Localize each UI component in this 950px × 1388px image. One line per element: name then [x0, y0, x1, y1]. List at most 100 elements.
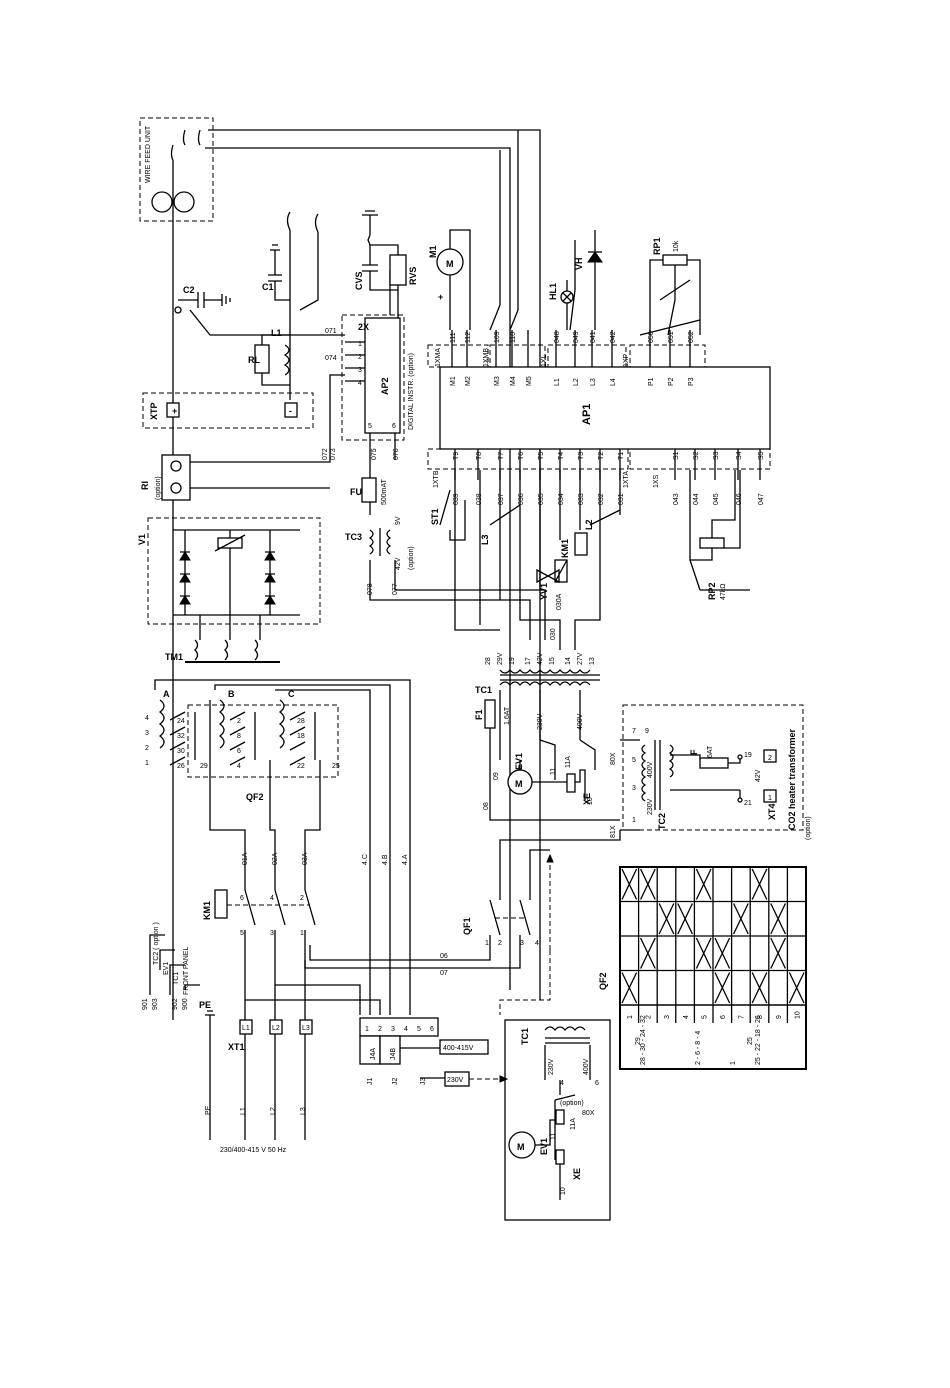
j4-3: 3	[391, 1026, 395, 1033]
qf2-col-3: 3	[664, 1015, 671, 1019]
legend-ev1: EV1	[163, 962, 170, 975]
tm1-sw-c3: 22	[297, 763, 305, 770]
wire-072: 072	[322, 448, 329, 460]
inset-10: 10	[560, 1187, 567, 1195]
qf2-mark	[733, 903, 749, 935]
svg-text:3: 3	[270, 930, 274, 937]
mains-l1: L1	[240, 1107, 247, 1115]
wire-10: 10	[587, 797, 594, 805]
qf2-switch-label: QF2	[246, 792, 264, 802]
tc1-sec-19: 19	[509, 657, 516, 665]
qf2-mark	[788, 972, 805, 1004]
wire-feed-unit-label: WIRE FEED UNIT	[145, 125, 152, 183]
ap2-pin-5: 5	[368, 423, 372, 430]
fu-tc3: FU 500mAT TC3 9V 42V (option) 078 077	[345, 460, 546, 640]
m1-label: M1	[428, 245, 438, 258]
xt1-l1	[239, 1019, 253, 1035]
co2-title: CO2 heater transformer	[787, 728, 797, 830]
tm1-tap-1: 1	[145, 760, 149, 767]
ap2-pin-2: 2	[358, 354, 362, 361]
tm1-sw-a3: 30	[177, 748, 185, 755]
rp1-value: 10k	[673, 240, 680, 252]
ap1-bot-pin-S5: S5	[758, 451, 765, 460]
inset-230v: 230V	[548, 1058, 555, 1075]
xt4-label: XT4	[767, 803, 777, 820]
inset-80x: 80X	[582, 1110, 595, 1117]
wire-01a: 01A	[242, 852, 249, 865]
j4-1: 1	[365, 1026, 369, 1033]
wire-08: 08	[483, 802, 490, 810]
wire-030a: 030A	[556, 593, 563, 610]
ap1-bot-pin-T5: T5	[538, 452, 545, 460]
ap1-bot-wire-034: 034	[558, 493, 565, 505]
ap2-digital-instrument: 2X AP2 DIGITAL INSTR. (option) 1 2 3 4 5…	[322, 270, 415, 460]
mains-l3: L3	[300, 1107, 307, 1115]
qf1-label: QF1	[462, 917, 472, 935]
tc1-pri-400v: 400V	[577, 713, 584, 730]
m1-plus: +	[438, 292, 443, 302]
ap1-bot-pin-T1: T1	[618, 452, 625, 460]
xtp-label: XTP	[149, 402, 159, 420]
digital-instr-label: DIGITAL INSTR. (option)	[408, 353, 415, 430]
qf2-mark	[621, 868, 638, 900]
co2-option: (option)	[805, 816, 812, 840]
st1-label: ST1	[430, 508, 440, 525]
tc1-sec-14: 14	[565, 657, 572, 665]
tc1-pri-230v: 230V	[537, 713, 544, 730]
v230-box: 230V	[447, 1077, 464, 1084]
qf2-mark	[751, 868, 768, 900]
xt1-l3-label: L3	[302, 1025, 310, 1032]
tc1-sec-15: 15	[549, 657, 556, 665]
svg-text:4: 4	[535, 940, 539, 947]
wire-02a: 02A	[272, 852, 279, 865]
co2-heater-box: CO2 heater transformer (option) TC2 7 9 …	[620, 704, 812, 840]
svg-text:1: 1	[300, 930, 304, 937]
tc1-sec-28: 28	[485, 657, 492, 665]
ap1-bot-wire-044: 044	[693, 493, 700, 505]
rp2-value: 47kΩ	[720, 583, 727, 600]
svg-text:1: 1	[768, 795, 772, 802]
inset-4: 4	[560, 1080, 564, 1087]
svg-text:4: 4	[270, 895, 274, 902]
tc1-inset-box: TC1 230V 400V 4 6 (option) 80X M EV1 XE …	[504, 1019, 611, 1221]
tm1-sw-c2: 18	[297, 733, 305, 740]
conn-1xs: 1XS	[653, 474, 660, 488]
qf2-mark	[770, 937, 786, 969]
ground-900: 900	[182, 998, 189, 1010]
ap1-top-wire-041: 041	[590, 331, 597, 343]
tc3-9v: 9V	[395, 516, 402, 525]
tc1-sec-13: 13	[589, 657, 596, 665]
ev1-valve: M EV1 XE 09 08 10 11 11A 80X 81X	[483, 752, 617, 838]
svg-text:2: 2	[300, 895, 304, 902]
ap1-top-pin-M2: M2	[465, 376, 472, 386]
qf2-row-contacts: 2 - 6 - 8 - 4	[695, 1031, 702, 1065]
tm1-sw-b2: 8	[237, 733, 241, 740]
tm1-sw-a4: 26	[177, 763, 185, 770]
wire-074: 074	[325, 355, 337, 362]
inset-11a: 11A	[570, 1118, 577, 1130]
tc2-pin-3: 3	[632, 785, 636, 792]
x2-label: 2X	[358, 322, 369, 332]
wire-071: 071	[325, 328, 337, 335]
tc2-230v: 230V	[647, 798, 654, 815]
qf2-row-contacts: 28 - 30 - 24 - 32	[640, 1015, 647, 1065]
ap2-pin-6: 6	[392, 423, 396, 430]
tm1-label: TM1	[165, 652, 183, 662]
v1-label: V1	[137, 534, 147, 545]
c2-capacitor: C2	[174, 285, 231, 314]
tm1-sw-b3: 6	[237, 748, 241, 755]
svg-text:2: 2	[498, 940, 502, 947]
tc2-pin-5: 5	[632, 757, 636, 764]
ap1-bot-wire-039: 039	[453, 493, 460, 505]
rvs-label: RVS	[408, 267, 418, 285]
conn-1xtb: 1XTB	[433, 470, 440, 488]
ground-902: 902	[172, 998, 179, 1010]
l1-label: L1	[271, 328, 282, 338]
m1-symbol: M	[446, 259, 454, 269]
ap1-bot-wire-043: 043	[673, 493, 680, 505]
mains-supply: PE L1 L2 L3 230/400-415 V 50 Hz	[205, 1034, 307, 1154]
rp2-label: RP2	[707, 582, 717, 600]
f1-value: 1,6AT	[504, 706, 511, 725]
conn-1xta: 1XTA	[623, 471, 630, 488]
